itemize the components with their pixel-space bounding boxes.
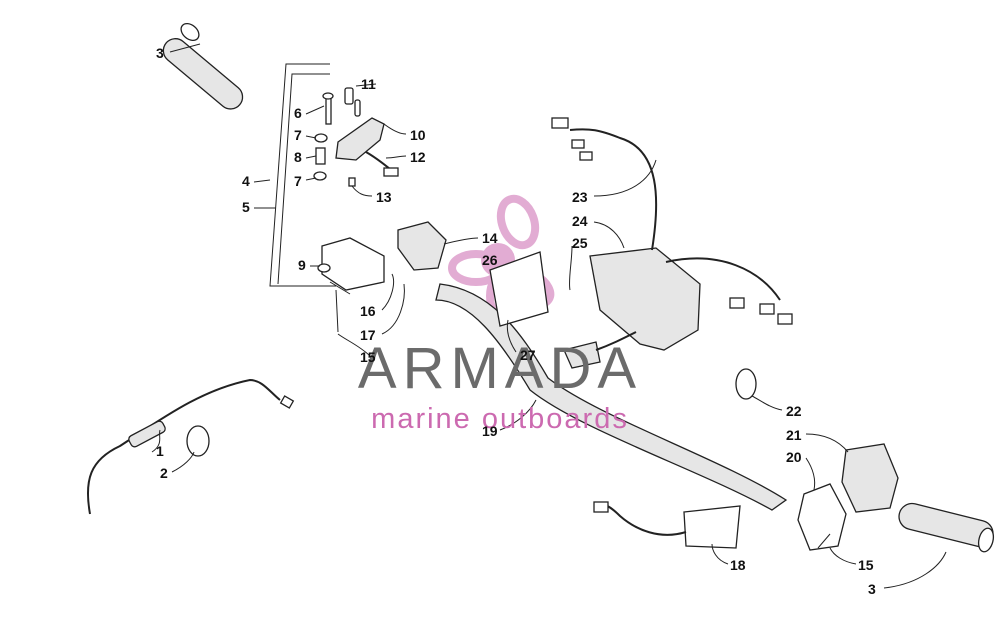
callout-2: 2 xyxy=(160,465,168,481)
heater-element xyxy=(489,251,549,327)
callout-6: 6 xyxy=(294,105,302,121)
screw-15 xyxy=(335,289,831,549)
callout-21: 21 xyxy=(786,427,802,443)
callout-26: 26 xyxy=(482,252,498,268)
callout-15-right: 15 xyxy=(858,557,874,573)
lever-hardware xyxy=(313,87,399,187)
right-switch xyxy=(797,443,899,551)
ring-2 xyxy=(186,425,210,457)
callout-11: 11 xyxy=(361,76,376,92)
heater-18 xyxy=(593,501,741,549)
callout-14: 14 xyxy=(482,230,498,246)
callout-3-bottom: 3 xyxy=(868,581,876,597)
watermark-subtitle: marine outboards xyxy=(371,403,629,435)
assembly-bracket xyxy=(269,63,336,287)
callout-20: 20 xyxy=(786,449,802,465)
callout-23: 23 xyxy=(572,189,588,205)
right-housing xyxy=(551,117,793,369)
callout-17: 17 xyxy=(360,327,376,343)
grip-left xyxy=(162,22,244,110)
callout-25: 25 xyxy=(572,235,588,251)
callout-5: 5 xyxy=(242,199,250,215)
ring-22 xyxy=(735,368,757,400)
switch-housing xyxy=(321,221,447,291)
callout-18: 18 xyxy=(730,557,746,573)
callout-13: 13 xyxy=(376,189,392,205)
callout-15-left: 15 xyxy=(360,349,376,365)
callout-7-upper: 7 xyxy=(294,127,302,143)
callout-24: 24 xyxy=(572,213,588,229)
callout-labels: 3 11 6 7 10 8 12 4 7 13 5 14 26 9 16 17 … xyxy=(156,45,876,597)
handlebar xyxy=(435,283,788,511)
callout-10: 10 xyxy=(410,127,426,143)
callout-27: 27 xyxy=(520,347,536,363)
throttle-cable xyxy=(86,378,295,515)
callout-8: 8 xyxy=(294,149,302,165)
callout-7-lower: 7 xyxy=(294,173,302,189)
callout-4: 4 xyxy=(242,173,250,189)
grip-right xyxy=(898,502,995,553)
leader-lines xyxy=(151,43,947,589)
callout-1: 1 xyxy=(156,443,164,459)
callout-3-top: 3 xyxy=(156,45,164,61)
callout-19: 19 xyxy=(482,423,498,439)
screw-9 xyxy=(317,263,351,295)
watermark-title: ARMADA xyxy=(358,336,642,401)
callout-9: 9 xyxy=(298,257,306,273)
callout-12: 12 xyxy=(410,149,426,165)
callout-22: 22 xyxy=(786,403,802,419)
callout-16: 16 xyxy=(360,303,376,319)
